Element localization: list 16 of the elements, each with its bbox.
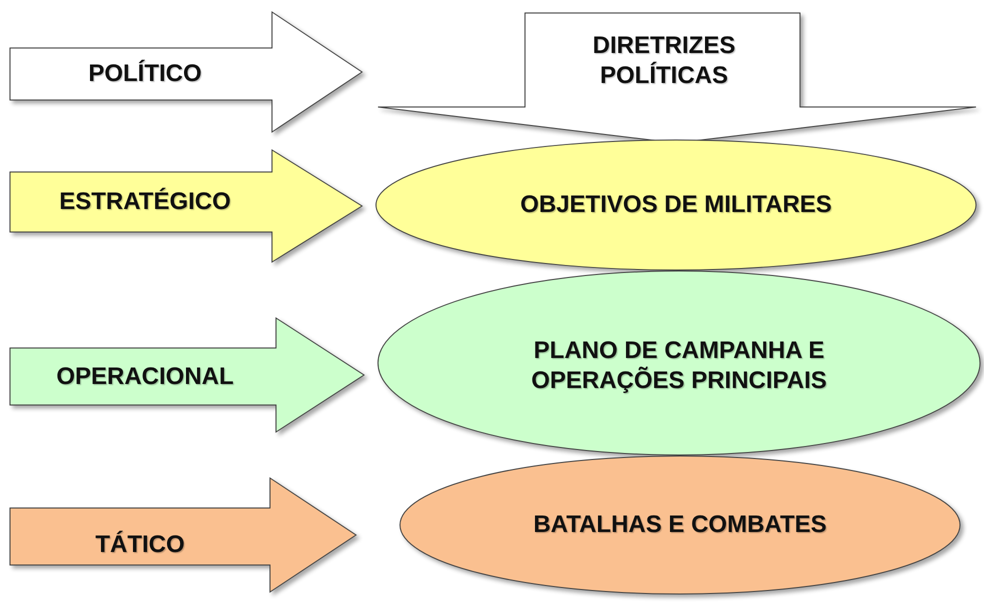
arrow-shape — [10, 478, 356, 592]
node-label: BATALHAS E COMBATES — [533, 510, 827, 540]
arrow-shape — [10, 12, 362, 132]
arrow-shape — [10, 150, 362, 262]
ellipse-shape — [400, 456, 960, 594]
node-label: ESTRATÉGICO — [59, 187, 231, 217]
ellipse-shape — [376, 140, 976, 270]
down-arrow-shape — [378, 13, 976, 143]
node-label: OPERACIONAL — [56, 362, 234, 392]
node-label: OBJETIVOS DE MILITARES — [520, 190, 832, 220]
node-label: TÁTICO — [95, 530, 185, 560]
node-label: PLANO DE CAMPANHA E OPERAÇÕES PRINCIPAIS — [530, 336, 828, 396]
node-label: POLÍTICO — [88, 59, 202, 89]
arrow-shape — [10, 318, 364, 432]
node-label: DIRETRIZES POLÍTICAS — [592, 31, 736, 91]
ellipse-shape — [378, 271, 980, 455]
